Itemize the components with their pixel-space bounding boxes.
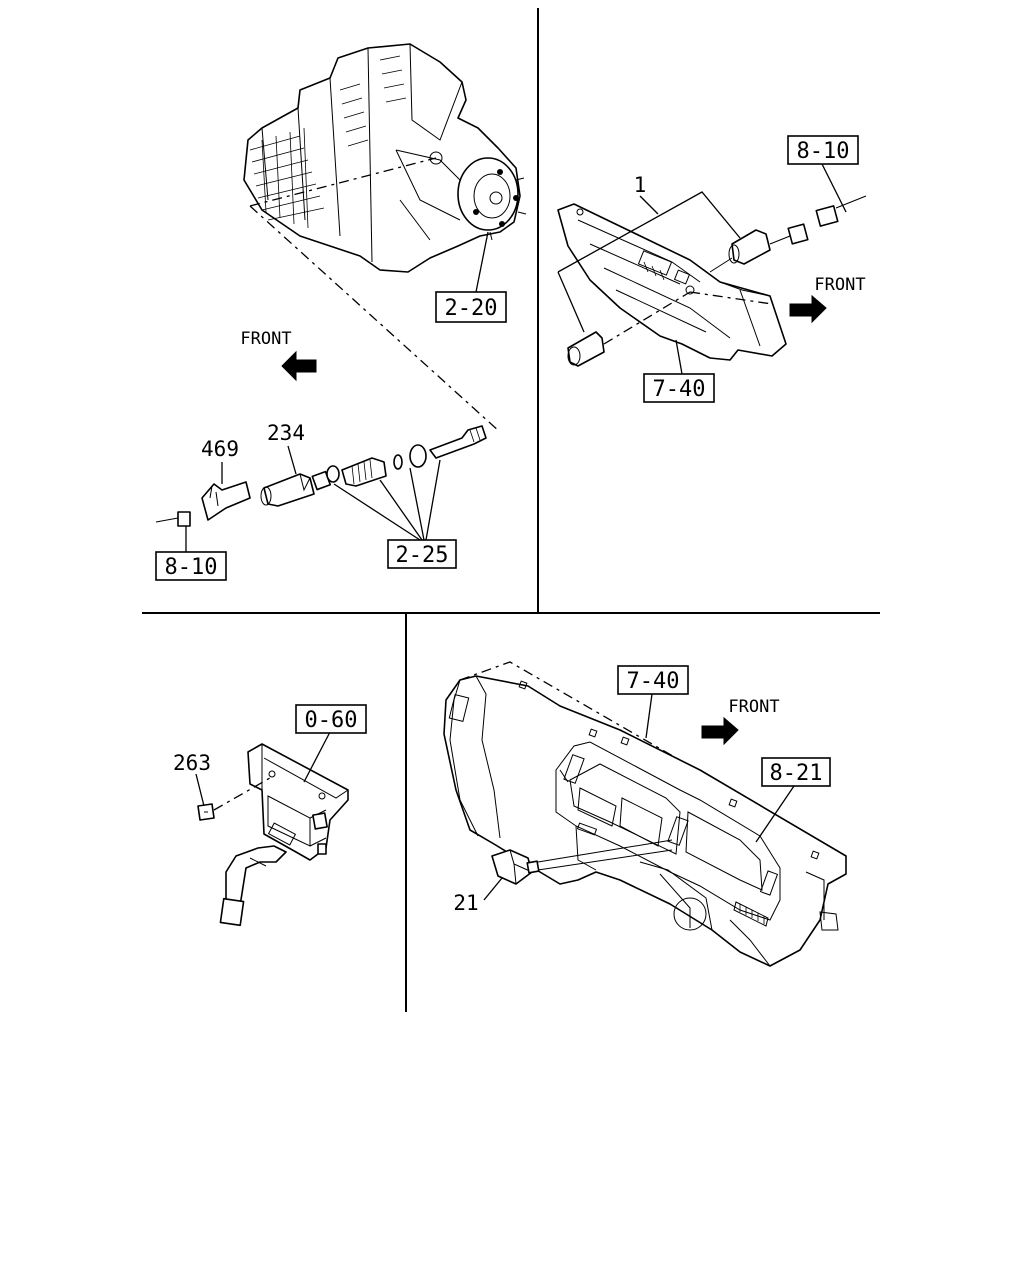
panel-dividers bbox=[142, 8, 880, 1012]
lamp-socket-left bbox=[567, 331, 605, 367]
part-number-469: 469 bbox=[201, 437, 239, 461]
panel-dashboard: 21 7-40 FRONT 8-21 bbox=[443, 661, 847, 967]
leader-part-1-stub bbox=[639, 195, 659, 215]
ref-label-2-25: 2-25 bbox=[396, 543, 449, 568]
front-label-panel-2: FRONT bbox=[814, 275, 865, 295]
panel-transmission: 2-20 FRONT bbox=[155, 43, 527, 581]
panel-controller: 263 0-60 bbox=[173, 704, 367, 927]
part-number-21: 21 bbox=[453, 891, 478, 915]
alignment-line-lower bbox=[249, 205, 501, 433]
ref-label-7-40-bottom: 7-40 bbox=[627, 669, 680, 694]
ref-label-8-10-right: 8-10 bbox=[797, 139, 850, 164]
ref-box-8-21 bbox=[761, 757, 831, 787]
leader-0-60 bbox=[303, 731, 331, 783]
ref-box-7-40-top bbox=[643, 373, 715, 403]
leader-8-10-right bbox=[821, 163, 847, 213]
sensor-switch-right bbox=[731, 229, 771, 265]
ref-box-8-10-left bbox=[155, 551, 227, 581]
alignment-line-bracket bbox=[689, 291, 773, 305]
ref-box-0-60 bbox=[295, 704, 367, 734]
leader-8-21 bbox=[755, 785, 795, 843]
part-number-1: 1 bbox=[634, 173, 647, 197]
ref-box-2-25 bbox=[387, 539, 457, 569]
ref-box-7-40-bottom bbox=[617, 665, 689, 695]
leader-2-25 bbox=[333, 459, 441, 541]
leader-263 bbox=[195, 773, 205, 807]
part-number-234: 234 bbox=[267, 421, 305, 445]
front-arrow-icon bbox=[281, 350, 317, 382]
dashboard-illustration bbox=[443, 661, 847, 967]
ref-label-0-60: 0-60 bbox=[305, 708, 358, 733]
cluster-bracket-illustration bbox=[557, 203, 787, 361]
ref-box-8-10-right bbox=[787, 135, 859, 165]
ref-label-8-10-left: 8-10 bbox=[165, 555, 218, 580]
ref-label-7-40-top: 7-40 bbox=[653, 377, 706, 402]
ref-box-2-20 bbox=[435, 291, 507, 323]
part-number-263: 263 bbox=[173, 751, 211, 775]
leader-part-1 bbox=[557, 191, 741, 333]
panel-cluster-sensor: 1 8-10 FRONT 7-40 bbox=[557, 135, 867, 403]
ref-label-8-21: 8-21 bbox=[770, 761, 823, 786]
speed-sensor-assembly bbox=[155, 425, 487, 527]
leader-21 bbox=[483, 877, 503, 901]
ref-label-2-20: 2-20 bbox=[445, 296, 498, 321]
leader-234 bbox=[287, 445, 297, 475]
leader-2-20 bbox=[475, 231, 489, 293]
alignment-line-upper bbox=[249, 157, 437, 207]
front-label-panel-4: FRONT bbox=[728, 697, 779, 717]
leader-7-40-top bbox=[675, 339, 683, 375]
front-arrow-icon bbox=[701, 716, 739, 746]
front-label-panel-1: FRONT bbox=[240, 329, 291, 349]
controller-unit-illustration bbox=[219, 743, 349, 927]
front-arrow-icon bbox=[789, 294, 827, 324]
leader-7-40-bottom bbox=[645, 693, 653, 739]
transmission-housing-illustration bbox=[243, 43, 527, 273]
